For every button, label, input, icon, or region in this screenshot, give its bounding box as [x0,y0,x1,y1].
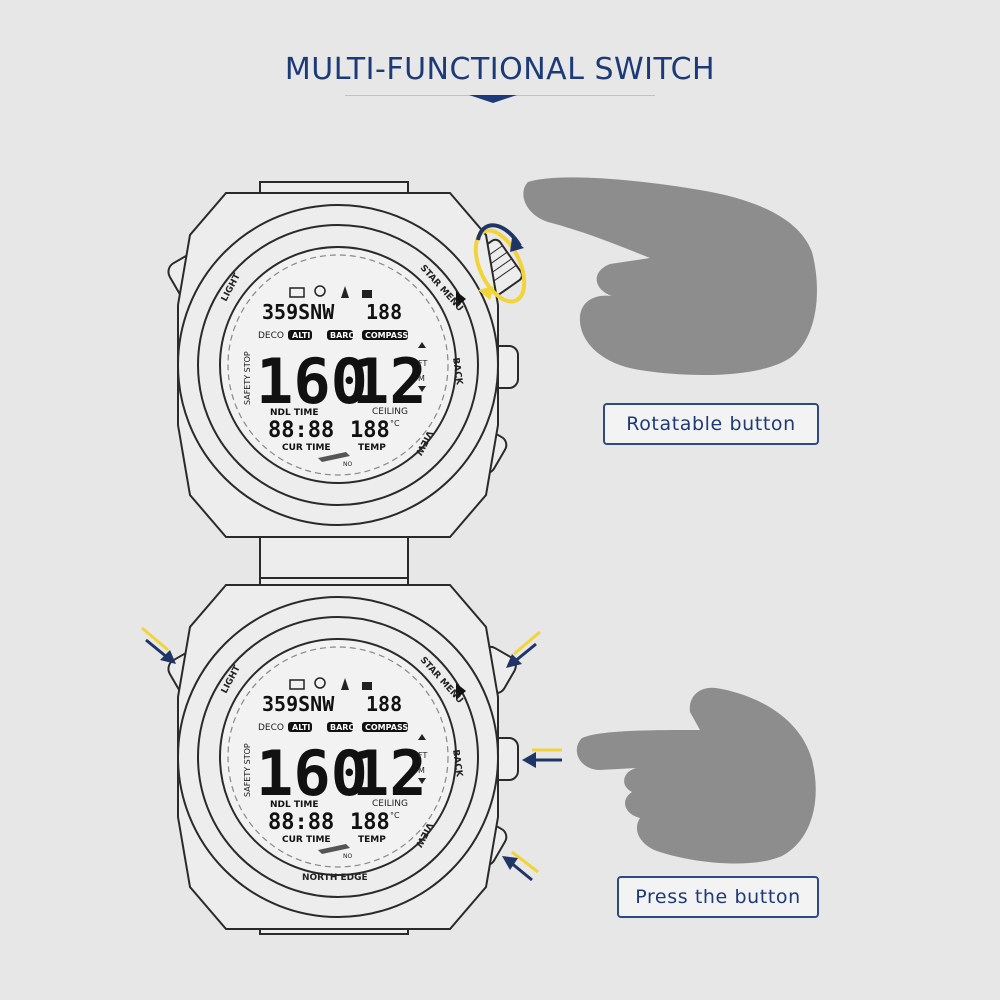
ndl-digits-2: 160 [256,737,368,810]
hand-pointing-icon [523,177,817,375]
deco-tag: DECO [258,331,284,341]
heading-right-readout: 188 [366,300,402,324]
cur-time-readout-2: 88:88 [268,810,334,835]
title-notch [469,95,517,103]
ceiling-label: CEILING [372,407,408,417]
ceiling-label-2: CEILING [372,799,408,809]
deco-tag-2: DECO [258,723,284,733]
safety-stop-label: SAFETY STOP [243,351,252,405]
unit-m-2: M [418,766,425,775]
battery-icon [289,287,305,298]
weather-icon [314,285,326,297]
bell-icon [341,678,349,690]
lock-icon [362,290,372,298]
dive-icon [318,452,350,462]
baro-tag-2: BARO [330,723,355,732]
cur-time-label: CUR TIME [282,443,331,453]
page-title: MULTI-FUNCTIONAL SWITCH [284,52,716,87]
compass-tag: COMPASS [365,331,408,340]
cur-time-label-2: CUR TIME [282,835,331,845]
bell-icon [341,286,349,298]
ceiling-digits-2: 12 [352,737,427,810]
rotatable-button-label: Rotatable button [603,403,819,445]
temp-readout: 188 [350,418,390,443]
temp-unit-2: °C [390,811,400,820]
safety-stop-label-2: SAFETY STOP [243,743,252,797]
heading-readout: 359SNW [262,300,335,324]
bezel-back-label: BACK [450,357,464,387]
watch-bottom: LIGHT STAR MENU BACK VIEW NORTH EDGE 359… [167,577,519,935]
unit-ft-2: FT [418,751,427,760]
temp-label-2: TEMP [358,835,386,845]
unit-ft: FT [418,359,427,368]
temp-readout-2: 188 [350,810,390,835]
battery-icon [289,679,305,690]
ndl-time-label: NDL TIME [270,408,318,418]
alti-tag-2: ALTI [292,723,310,732]
press-arrow-icon [141,626,562,882]
temp-unit: °C [390,419,400,428]
brand-label: NORTH EDGE [302,873,368,883]
rotate-arrow-icon [473,223,527,304]
heading-right-readout-2: 188 [366,692,402,716]
dive-icon [318,844,350,854]
weather-icon [314,677,326,689]
no-fly-label: NO [343,461,352,468]
cur-time-readout: 88:88 [268,418,334,443]
unit-m: M [418,374,425,383]
press-button-label: Press the button [617,876,819,918]
temp-label: TEMP [358,443,386,453]
alti-tag: ALTI [292,331,310,340]
hand-pointing-icon [576,687,816,864]
ndl-time-label-2: NDL TIME [270,800,318,810]
bezel-back-label-2: BACK [450,749,464,779]
heading-readout-2: 359SNW [262,692,335,716]
ceiling-digits: 12 [352,345,427,418]
watch-top: LIGHT STAR MENU BACK VIEW 359SNW 188 DEC… [167,181,523,581]
ndl-digits: 160 [256,345,368,418]
compass-tag-2: COMPASS [365,723,408,732]
lock-icon [362,682,372,690]
no-fly-label-2: NO [343,853,352,860]
baro-tag: BARO [330,331,355,340]
